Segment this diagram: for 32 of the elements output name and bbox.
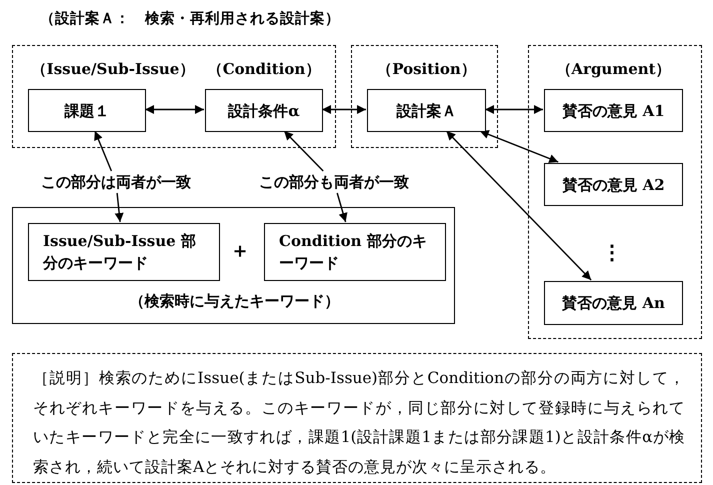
group-heading: （Position） <box>376 59 477 80</box>
arrow <box>322 105 366 114</box>
panel-caption: （検索時に与えたキーワード） <box>128 291 340 312</box>
plus-sign: ＋ <box>229 238 251 262</box>
title: （設計案Ａ： 検索・再利用される設計案） <box>40 9 340 28</box>
vertical-ellipsis: ⋮ <box>601 240 623 264</box>
keyword-panel <box>12 207 455 324</box>
text-box: 賛否の意見 A2 <box>544 163 683 206</box>
arrow <box>485 105 543 114</box>
leader-arrow <box>336 192 348 222</box>
text-box: Issue/Sub-Issue 部分のキーワード <box>28 223 220 281</box>
leader-arrow <box>284 130 324 172</box>
text-box: 設計条件α <box>205 89 323 132</box>
text-box: Condition 部分のキーワード <box>264 223 446 281</box>
text-box: 賛否の意見 An <box>544 281 683 325</box>
text-box: 課題１ <box>28 89 146 132</box>
group-heading: （Condition） <box>206 59 322 80</box>
leader-arrow <box>94 130 112 172</box>
arrow <box>145 105 204 114</box>
leader-arrow <box>114 192 124 222</box>
dashed-frame <box>528 45 702 339</box>
callout-text: この部分も両者が一致 <box>238 171 430 193</box>
group-heading: （Issue/Sub-Issue） <box>30 59 196 80</box>
arrow <box>480 130 558 163</box>
group-heading: （Argument） <box>555 59 672 80</box>
text-box: 設計案Ａ <box>367 89 486 132</box>
dashed-frame <box>12 45 336 148</box>
text-box: 賛否の意見 A1 <box>544 89 683 132</box>
callout-text: この部分は両者が一致 <box>20 171 212 193</box>
note-box: ［説明］検索のためにIssue(またはSub-Issue)部分とConditionの部分の両方に対して，それぞれキーワードを与える。このキーワードが，同じ部分に対して登録時に与えられていたキーワードと完全に一致すれば，課題1(設計課題1または部分課題1)と設計条件αが検索され，続いて設計案Aとそれに対する賛否の意見が次々に呈示される。 <box>12 353 702 483</box>
dashed-frame <box>351 45 498 148</box>
arrow <box>446 130 592 280</box>
